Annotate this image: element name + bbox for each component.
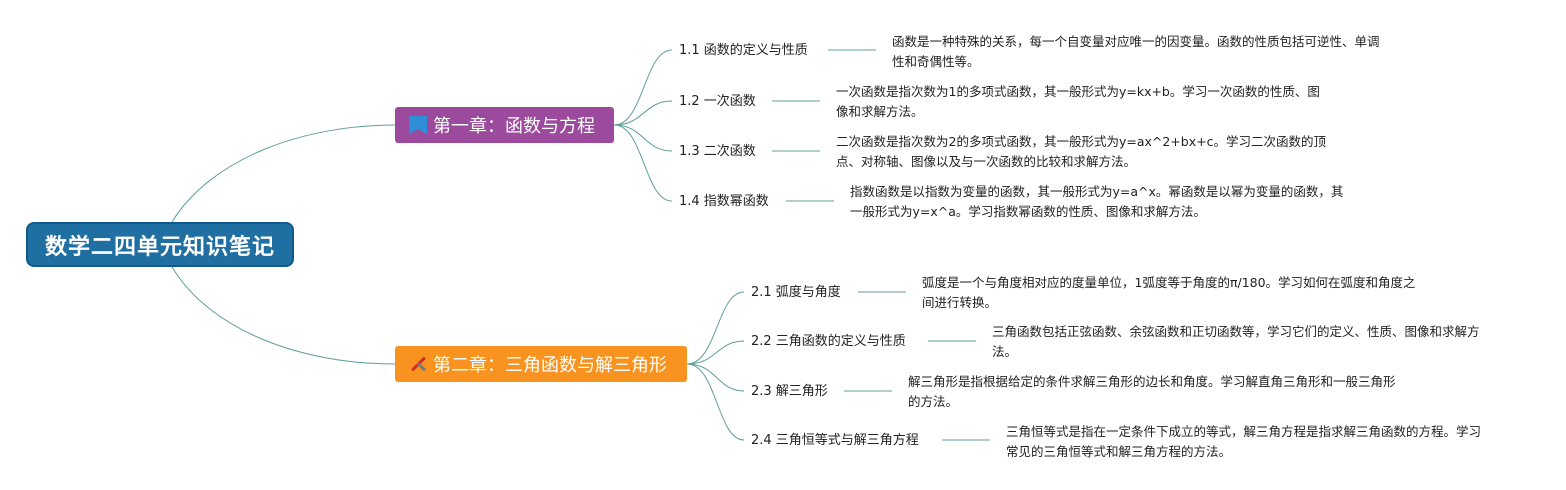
section-2-2-desc: 三角函数包括正弦函数、余弦函数和正切函数等，学习它们的定义、性质、图像和求解方法… bbox=[992, 324, 1480, 359]
connector-chapter-2-section-1 bbox=[686, 291, 745, 365]
section-2-2[interactable]: 2.2 三角函数的定义与性质 bbox=[751, 334, 906, 349]
connector-chapter-2-section-4 bbox=[686, 363, 745, 441]
section-1-1[interactable]: 1.1 函数的定义与性质 bbox=[679, 43, 808, 58]
section-2-3[interactable]: 2.3 解三角形 bbox=[751, 384, 828, 399]
section-2-1-desc: 弧度是一个与角度相对应的度量单位，1弧度等于角度的π/180。学习如何在弧度和角… bbox=[922, 275, 1416, 310]
chapter-2-title: 第二章：三角函数与解三角形 bbox=[433, 355, 667, 376]
chapter-1-topic[interactable]: 第一章：函数与方程 bbox=[395, 107, 614, 143]
root-topic[interactable]: 数学二四单元知识笔记 bbox=[26, 222, 294, 267]
connector-chapter-2-section-3 bbox=[686, 363, 745, 392]
connector-chapter-1-section-2 bbox=[613, 100, 673, 126]
section-1-4-desc: 指数函数是以指数为变量的函数，其一般形式为y=a^x。幂函数是以幂为变量的函数，… bbox=[850, 184, 1344, 219]
section-2-1[interactable]: 2.1 弧度与角度 bbox=[751, 285, 841, 300]
connector-root-chapter-1 bbox=[171, 124, 396, 223]
chapter-2-topic[interactable]: 第二章：三角函数与解三角形 bbox=[395, 346, 687, 382]
section-1-4[interactable]: 1.4 指数幂函数 bbox=[679, 194, 769, 209]
section-2-4-desc: 三角恒等式是指在一定条件下成立的等式，解三角方程是指求解三角函数的方程。学习常见… bbox=[1006, 424, 1482, 459]
connector-chapter-2-section-2 bbox=[686, 340, 745, 365]
connector-chapter-1-section-3 bbox=[613, 124, 673, 152]
section-1-1-desc: 函数是一种特殊的关系，每一个自变量对应唯一的因变量。函数的性质包括可逆性、单调性… bbox=[892, 34, 1380, 69]
tools-icon bbox=[409, 355, 427, 373]
section-1-2[interactable]: 1.2 一次函数 bbox=[679, 94, 756, 109]
bookmark-icon bbox=[409, 116, 427, 134]
chapter-1-title: 第一章：函数与方程 bbox=[433, 116, 595, 137]
connector-root-chapter-2 bbox=[171, 266, 396, 365]
section-1-2-desc: 一次函数是指次数为1的多项式函数，其一般形式为y=kx+b。学习一次函数的性质、… bbox=[836, 84, 1320, 119]
section-2-4[interactable]: 2.4 三角恒等式与解三角方程 bbox=[751, 433, 919, 448]
root-title: 数学二四单元知识笔记 bbox=[44, 234, 275, 260]
section-1-3[interactable]: 1.3 二次函数 bbox=[679, 144, 756, 159]
section-1-3-desc: 二次函数是指次数为2的多项式函数，其一般形式为y=ax^2+bx+c。学习二次函… bbox=[836, 134, 1326, 169]
connector-chapter-1-section-4 bbox=[613, 124, 673, 202]
section-2-3-desc: 解三角形是指根据给定的条件求解三角形的边长和角度。学习解直角三角形和一般三角形的… bbox=[908, 374, 1396, 409]
connector-chapter-1-section-1 bbox=[613, 49, 673, 126]
